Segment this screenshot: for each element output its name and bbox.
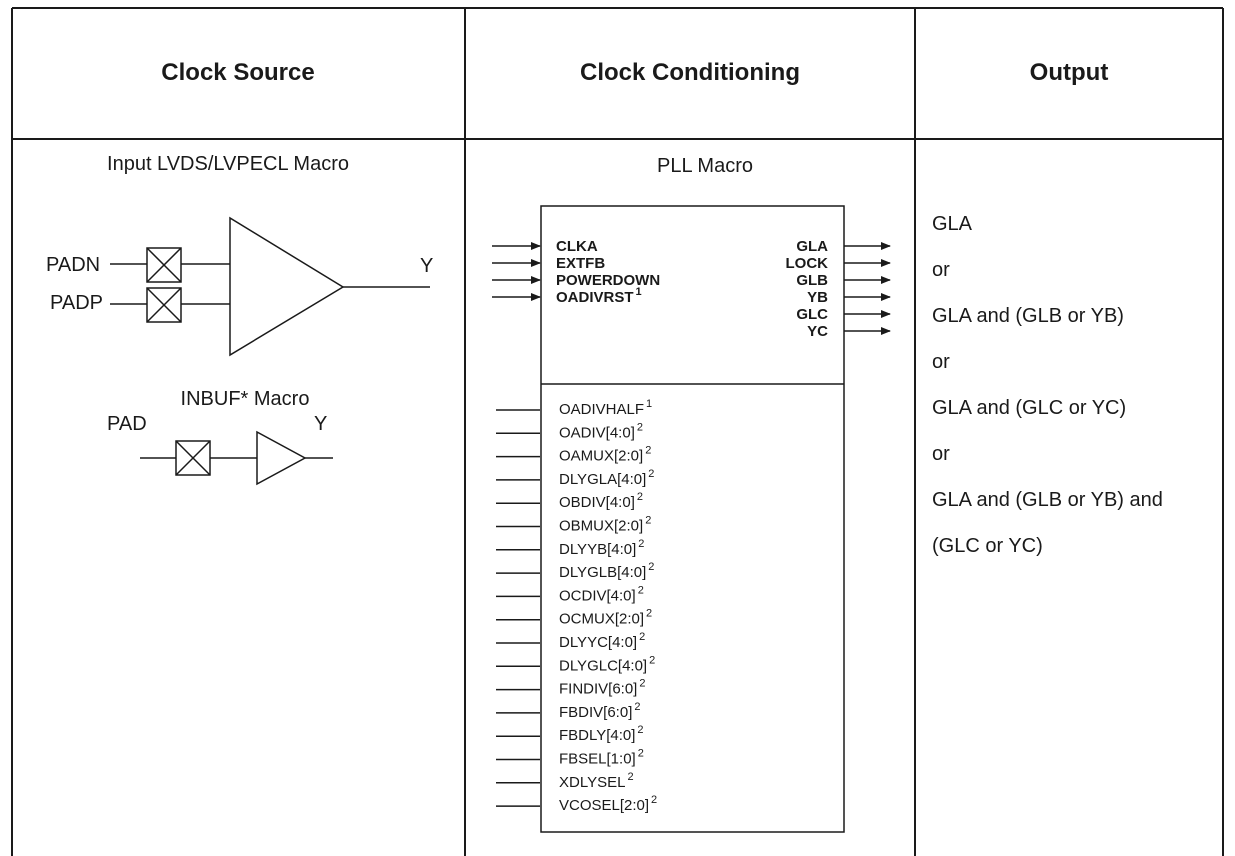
pin-label-glb: GLB	[796, 272, 828, 289]
output-option-line: GLA and (GLC or YC)	[932, 397, 1126, 419]
header-clock-source: Clock Source	[161, 59, 314, 86]
pin-label-yc: YC	[807, 323, 828, 340]
pll-block	[540, 205, 845, 833]
pin-label-oamux-2-0: OAMUX[2:0]2	[559, 445, 651, 465]
pin-label-dlyglc-4-0: DLYGLC[4:0]2	[559, 654, 655, 674]
pin-label-dlygla-4-0: DLYGLA[4:0]2	[559, 468, 654, 488]
pin-label-fbdiv-6-0: FBDIV[6:0]2	[559, 701, 640, 721]
output-option-line: or	[932, 443, 950, 465]
inbuf-output-label: Y	[314, 413, 327, 435]
pin-label-fbsel-1-0: FBSEL[1:0]2	[559, 748, 644, 768]
padn-label: PADN	[46, 254, 100, 276]
header-output: Output	[1030, 59, 1109, 86]
lvds-macro: Input LVDS/LVPECL Macro PADN PADP Y	[46, 153, 433, 357]
pin-label-ocmux-2-0: OCMUX[2:0]2	[559, 608, 652, 628]
pin-label-yb: YB	[807, 289, 828, 306]
output-option-line: or	[932, 351, 950, 373]
pin-label-dlyyc-4-0: DLYYC[4:0]2	[559, 631, 645, 651]
pin-label-findiv-6-0: FINDIV[6:0]2	[559, 678, 645, 698]
pin-label-obdiv-4-0: OBDIV[4:0]2	[559, 491, 643, 511]
pad-label: PAD	[107, 413, 147, 435]
pin-label-extfb: EXTFB	[556, 255, 605, 272]
pin-label-oadiv-4-0: OADIV[4:0]2	[559, 421, 643, 441]
inbuf-macro: INBUF* Macro PAD Y	[107, 388, 333, 486]
pin-label-clka: CLKA	[556, 238, 598, 255]
pin-label-ocdiv-4-0: OCDIV[4:0]2	[559, 584, 644, 604]
pin-label-dlyglb-4-0: DLYGLB[4:0]2	[559, 561, 654, 581]
pin-label-powerdown: POWERDOWN	[556, 272, 660, 289]
output-option-line: GLA and (GLB or YB)	[932, 305, 1124, 327]
pin-label-vcosel-2-0: VCOSEL[2:0]2	[559, 794, 657, 814]
output-option-line: (GLC or YC)	[932, 535, 1043, 557]
pin-label-obmux-2-0: OBMUX[2:0]2	[559, 515, 651, 535]
pad-buffer-icon	[146, 247, 182, 283]
output-option-line: GLA	[932, 213, 973, 235]
output-option-line: GLA and (GLB or YB) and	[932, 489, 1163, 511]
inbuf-macro-title: INBUF* Macro	[181, 388, 310, 410]
pin-label-gla: GLA	[796, 238, 828, 255]
input-buffer-icon	[256, 430, 307, 486]
pin-label-glc: GLC	[796, 306, 828, 323]
lvds-macro-title: Input LVDS/LVPECL Macro	[107, 153, 349, 175]
lvds-output-label: Y	[420, 255, 433, 277]
pad-buffer-icon	[146, 287, 182, 323]
pad-buffer-icon	[175, 440, 211, 476]
pin-label-lock: LOCK	[786, 255, 829, 272]
table-frame	[11, 7, 1224, 856]
differential-buffer-icon	[229, 216, 345, 357]
padp-label: PADP	[50, 292, 103, 314]
pin-label-dlyyb-4-0: DLYYB[4:0]2	[559, 538, 644, 558]
pll-macro-title: PLL Macro	[657, 155, 753, 177]
header-clock-conditioning: Clock Conditioning	[580, 59, 800, 86]
pin-label-fbdly-4-0: FBDLY[4:0]2	[559, 724, 644, 744]
output-option-line: or	[932, 259, 950, 281]
